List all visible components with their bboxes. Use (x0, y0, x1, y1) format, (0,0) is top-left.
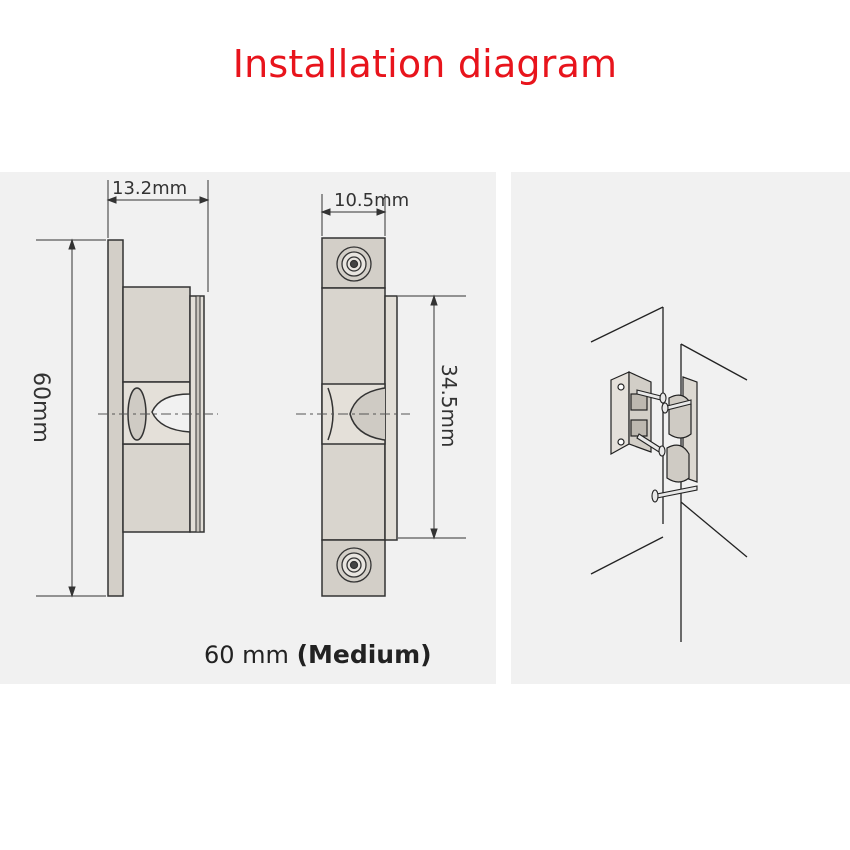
dimension-side-width (106, 180, 210, 292)
screw-hole-bottom (336, 547, 372, 583)
cabinet-edge-top (590, 306, 664, 343)
caption-size: 60 mm (204, 641, 289, 669)
side-mounting-plate (107, 239, 124, 597)
screw-icon (636, 433, 666, 457)
strike-plate (666, 376, 698, 483)
screw-icon (636, 389, 667, 404)
label-hole-spacing: 34.5mm (437, 364, 461, 448)
label-height: 60mm (28, 372, 53, 443)
door-edge-bottom (680, 501, 748, 558)
screw-icon (651, 485, 698, 503)
installation-panel (511, 172, 850, 684)
dimension-front-width (320, 194, 387, 236)
side-upper-body (122, 286, 191, 383)
side-lower-body (122, 443, 191, 533)
label-front-width: 10.5mm (334, 190, 409, 211)
page-title: Installation diagram (232, 42, 618, 86)
front-side-strip (384, 295, 398, 541)
dimension-height (36, 238, 106, 598)
side-view (107, 239, 205, 597)
dimension-drawing: 13.2mm 60mm (28, 178, 466, 598)
front-view (321, 237, 398, 597)
size-caption: 60 mm (Medium) (204, 640, 432, 669)
dimension-hole-spacing (398, 294, 466, 540)
cabinet-edge-bottom (590, 536, 664, 575)
catch-body (610, 371, 652, 456)
screw-hole-top (336, 246, 372, 282)
screw-icon (661, 399, 692, 414)
caption-variant: (Medium) (296, 640, 432, 669)
installation-illustration (590, 306, 748, 642)
dimension-drawing-panel: 13.2mm 60mm (0, 172, 496, 684)
label-side-width: 13.2mm (112, 178, 187, 199)
door-edge-top (680, 343, 748, 381)
